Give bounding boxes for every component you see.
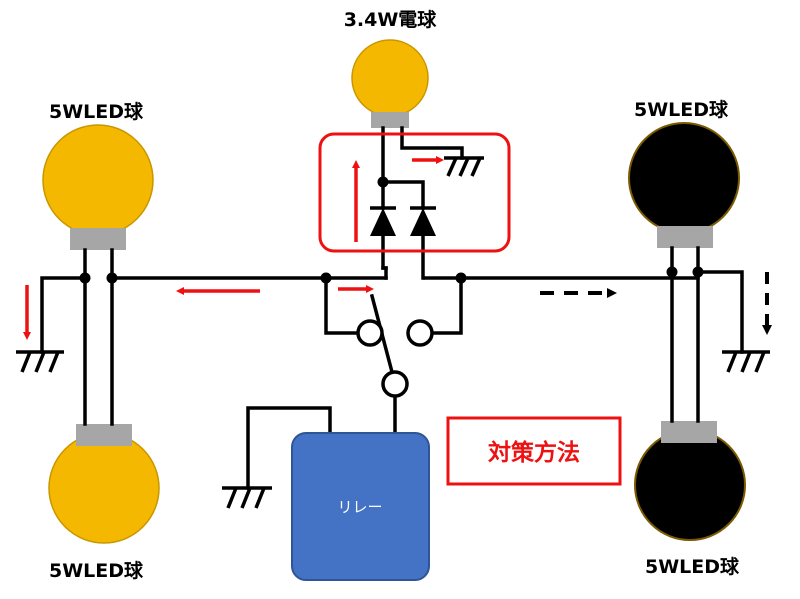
relay: リレー bbox=[291, 432, 430, 581]
wire bbox=[324, 276, 359, 335]
switch-contact bbox=[356, 319, 384, 347]
junction-dot bbox=[377, 176, 389, 188]
junction-dot bbox=[106, 272, 118, 284]
junction-dot bbox=[79, 272, 91, 284]
relay-body bbox=[291, 432, 430, 581]
wire bbox=[381, 180, 425, 210]
left-bottom-bulb-base bbox=[76, 424, 132, 446]
right-top-bulb-globe bbox=[628, 122, 740, 234]
right-bottom-bulb-base bbox=[661, 421, 717, 443]
left-top-bulb-base bbox=[70, 228, 126, 250]
method-label: 対策方法 bbox=[488, 439, 580, 466]
wire bbox=[696, 270, 744, 354]
junctions bbox=[79, 176, 704, 284]
junction-dot bbox=[455, 272, 467, 284]
wire bbox=[40, 276, 87, 354]
method-box bbox=[446, 416, 622, 486]
left-bottom-bulb-globe bbox=[48, 432, 160, 544]
diode bbox=[410, 206, 436, 236]
right-top-bulb-label: 5WLED球 bbox=[634, 98, 729, 121]
right-top-bulb bbox=[628, 122, 740, 248]
ground-symbol bbox=[722, 350, 770, 373]
switch-contact bbox=[406, 319, 434, 347]
right-bottom-bulb-label: 5WLED球 bbox=[645, 555, 740, 578]
left-top-bulb bbox=[42, 124, 154, 250]
junction-dot bbox=[320, 272, 332, 284]
relay-switch bbox=[356, 319, 434, 398]
top-bulb bbox=[351, 39, 429, 128]
left-bottom-bulb bbox=[48, 424, 160, 544]
highlight-box bbox=[318, 132, 511, 253]
top-bulb-base bbox=[371, 112, 409, 128]
diode-pair bbox=[370, 206, 436, 236]
wire bbox=[246, 406, 332, 490]
right-bottom-bulb bbox=[634, 421, 746, 541]
current-arrows bbox=[23, 156, 772, 340]
top-bulb-globe bbox=[351, 39, 429, 117]
method-callout: 対策方法 bbox=[446, 416, 622, 486]
ground-symbol bbox=[16, 350, 64, 373]
diode bbox=[370, 206, 396, 236]
wire bbox=[430, 276, 463, 335]
junction-dot bbox=[692, 266, 704, 278]
switch-common-contact bbox=[381, 370, 409, 398]
wire bbox=[400, 126, 464, 160]
junction-dot bbox=[666, 266, 678, 278]
left-top-bulb-globe bbox=[42, 124, 154, 236]
ground-symbol bbox=[444, 156, 484, 177]
right-top-bulb-base bbox=[657, 226, 713, 248]
left-top-bulb-label: 5WLED球 bbox=[49, 100, 144, 123]
ground-symbol bbox=[222, 486, 272, 509]
top-bulb-label: 3.4W電球 bbox=[344, 8, 438, 31]
left-bottom-bulb-label: 5WLED球 bbox=[49, 559, 144, 582]
right-bottom-bulb-globe bbox=[634, 429, 746, 541]
relay-label: リレー bbox=[337, 498, 382, 516]
